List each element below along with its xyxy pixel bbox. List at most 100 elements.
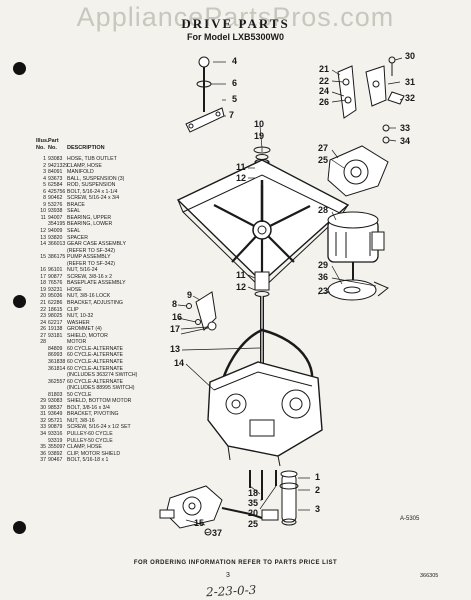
parts-cell-desc: (REFER TO SF-342) [67,247,115,254]
callout-16: 16 [172,312,183,322]
parts-cell-illus: 21 [40,300,46,307]
parts-cell-part: 84809 [48,345,63,352]
handwritten-note: 2-23-0-3 [205,582,257,600]
callout-23: 23 [318,286,329,296]
callout-1: 1 [315,472,321,482]
parts-cell-part: 93938 [48,208,63,215]
callout-30: 30 [405,51,416,61]
parts-cell-desc: SPACER [67,234,88,241]
parts-cell-desc: CLAMP, HOSE [67,162,102,169]
parts-cell-illus: 24 [40,319,46,326]
parts-cell-desc: ROD, SUSPENSION [67,182,116,189]
tub-outlet-hose [281,473,297,523]
parts-list-row: (REFER TO SF-342) [36,261,166,268]
parts-cell-part: 90879 [48,424,63,431]
callout-26: 26 [319,97,330,107]
callout-28: 28 [318,205,329,215]
callout-25b: 25 [318,155,329,165]
parts-cell-part: 98537 [48,404,63,411]
parts-cell-part: 93083 [48,398,63,405]
parts-cell-illus: 36 [40,450,46,457]
header-illus-top: Illus. [36,138,49,144]
parts-cell-desc: SEAL [67,228,81,235]
parts-cell-desc: NUT, 10-32 [67,313,94,320]
parts-cell-illus: 30 [40,404,46,411]
ordering-note: FOR ORDERING INFORMATION REFER TO PARTS … [133,560,338,566]
callout-8: 8 [172,299,178,309]
callout-35: 35 [248,498,259,508]
parts-cell-desc: HOSE [67,286,82,293]
callout-25: 25 [248,519,259,529]
parts-cell-illus: 11 [40,214,46,221]
page-number: 3 [226,572,230,579]
callout-18: 18 [248,488,259,498]
callout-5: 5 [232,94,238,104]
parts-cell-illus: 22 [40,306,46,313]
parts-cell-part: 95036 [48,293,63,300]
header-part-top: Part [48,138,59,144]
parts-cell-part: 93820 [48,234,63,241]
callout-12-lower: 12 [236,282,247,292]
parts-cell-illus: 17 [40,273,46,280]
callout-27: 27 [318,143,329,153]
parts-cell-desc: BOLT, 5/16-24 x 1-1/4 [67,188,118,195]
bearing-lower [254,271,270,291]
parts-cell-desc: 60 CYCLE-ALTERNATE [67,358,124,365]
parts-cell-part: 93316 [48,430,63,437]
parts-cell-illus: 28 [40,339,46,346]
callout-33: 33 [400,123,411,133]
parts-cell-part: 84091 [48,169,63,176]
callout-4: 4 [232,56,238,66]
parts-cell-desc: NUT, 5/16-24 [67,267,98,274]
pivoting-bracket-left [337,65,357,119]
parts-cell-desc: 60 CYCLE-ALTERNATE [67,378,124,385]
callout-17: 17 [170,324,181,334]
parts-cell-desc: CLAMP, HOSE [67,444,102,451]
model-subtitle: For Model LXB5300W0 [186,32,285,42]
binder-hole-top [13,62,26,75]
parts-cell-desc: WASHER [67,319,90,326]
parts-cell-illus: 4 [43,175,46,182]
document-number: 366305 [420,573,439,579]
callout-15: 15 [194,518,205,528]
parts-cell-part: 90877 [48,273,63,280]
parts-cell-part: 62217 [48,319,63,326]
parts-cell-desc: NUT, 3/8-16 LOCK [67,293,111,300]
gear-case-assembly [207,361,323,457]
parts-cell-desc: SCREW, 5/16-24 x 3/4 [67,195,120,202]
parts-cell-part: 95721 [48,417,63,424]
parts-cell-illus: 3 [43,169,46,176]
parts-cell-illus: 19 [40,286,46,293]
parts-cell-part: 19138 [48,326,63,333]
binder-hole-bottom [13,521,26,534]
parts-cell-desc: HOSE, TUB OUTLET [67,156,117,162]
parts-list-row: (INCLUDES 363274 SWITCH) [36,372,166,379]
parts-cell-illus: 12 [40,228,46,235]
parts-cell-illus: 15 [40,254,46,261]
callout-21: 21 [319,64,330,74]
parts-cell-illus: 2 [43,162,46,169]
parts-cell-desc: PULLEY-60 CYCLE [67,430,113,437]
parts-cell-part: 93231 [48,286,63,293]
parts-cell-illus: 29 [40,398,46,405]
parts-cell-illus: 9 [43,201,46,208]
parts-cell-part: 93181 [48,332,63,339]
parts-cell-part: 93083 [48,156,63,162]
